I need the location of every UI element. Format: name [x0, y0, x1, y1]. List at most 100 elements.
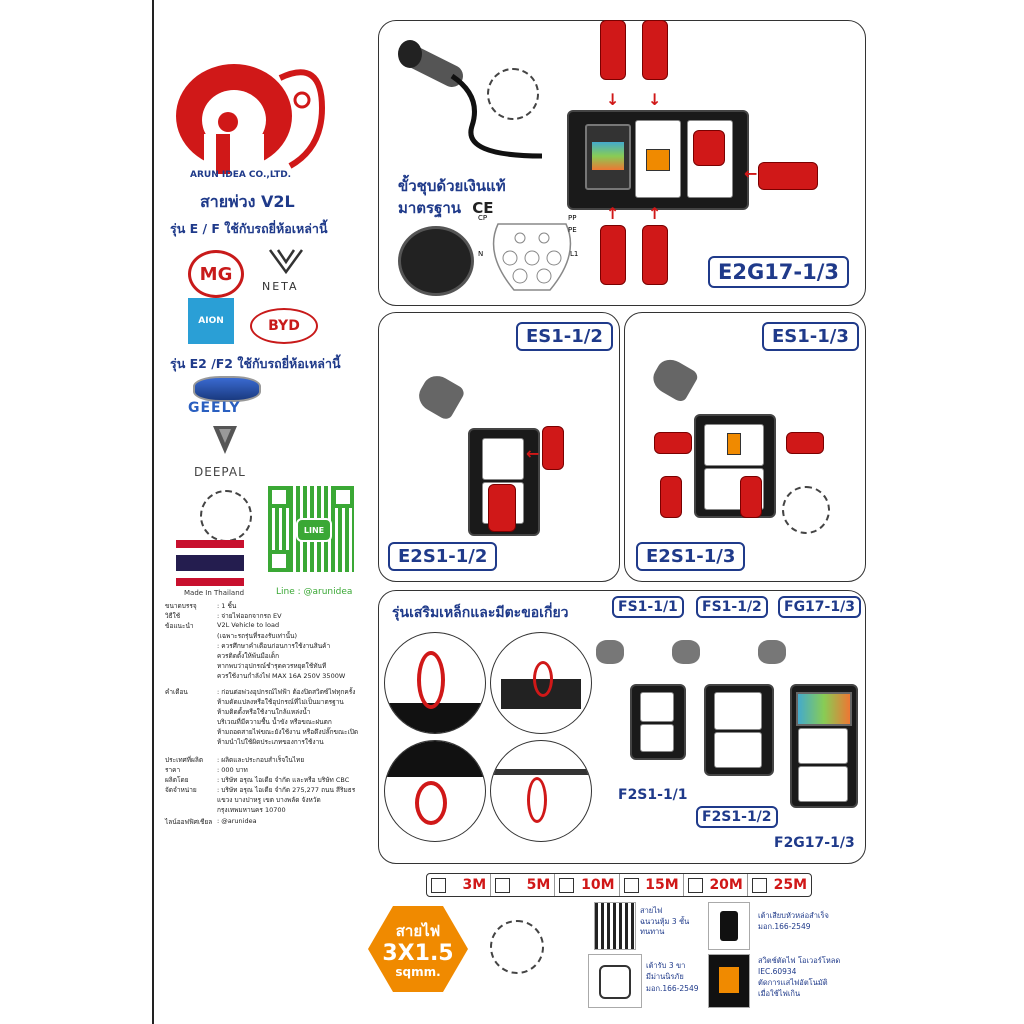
spec-value: : 1 ชิ้น	[217, 602, 237, 610]
aion-logo: AION	[188, 298, 234, 344]
arrow-up-icon: ↑	[606, 204, 620, 223]
checkbox[interactable]	[751, 877, 767, 893]
checkbox[interactable]	[623, 877, 639, 893]
placeholder-circle	[487, 68, 539, 120]
length-option-25m[interactable]: 25M	[748, 874, 811, 896]
checkbox[interactable]	[431, 877, 446, 893]
spec-key	[165, 727, 217, 737]
ev-plug-icon	[596, 640, 624, 664]
power-plug	[660, 476, 682, 518]
spec-row: คำเตือน: ก่อนต่อพ่วงอุปกรณ์ไฟฟ้า ต้องปิด…	[165, 687, 355, 697]
spec-key	[165, 631, 217, 641]
spec-row: : ควรศึกษาคำเตือนก่อนการใช้งานสินค้า	[165, 641, 330, 651]
socket	[714, 692, 762, 730]
model-e2s1-1-3: E2S1-1/3	[636, 542, 746, 571]
checkbox[interactable]	[687, 877, 703, 893]
socket	[635, 120, 681, 198]
arrow-down-icon: ↓	[648, 90, 662, 109]
geely-emblem-icon	[193, 376, 261, 402]
placeholder-circle	[782, 486, 830, 534]
model-fg17-1-3: FG17-1/3	[778, 596, 861, 618]
spec-row: ห้ามติดตั้งหรือใช้งานใกล้แหล่งน้ำ	[165, 707, 310, 717]
arrow-left-icon: ←	[744, 164, 758, 183]
spec-value: แขวง บางปาหรู เขต บางพลัด จังหวัด	[217, 796, 321, 804]
power-plug	[693, 130, 725, 166]
spec-row: ราคา: 000 บาท	[165, 765, 248, 775]
spec-key	[165, 697, 217, 707]
spec-key: จัดจำหน่าย	[165, 786, 197, 794]
standard-text: มาตรฐาน CE	[398, 199, 494, 217]
spec-value: : บริษัท อรุณ ไอเดีย จำกัด และหรือ บริษั…	[217, 776, 350, 784]
spec-value: กรุงเทพมหานคร 10700	[217, 806, 286, 814]
socket-feature-text: เต้ารับ 3 ขา มีม่านนิรภัย มอก.166-2549	[646, 961, 699, 993]
pin-cp: CP	[478, 214, 488, 222]
checkbox[interactable]	[559, 877, 575, 893]
socket	[714, 732, 762, 768]
arun-idea-logo	[176, 64, 326, 174]
page-frame	[152, 0, 1024, 1024]
spec-value: (เฉพาะรถรุ่นที่รองรับเท่านั้น)	[217, 632, 298, 640]
model-f2s1-1-1: F2S1-1/1	[614, 786, 692, 804]
spec-key	[165, 707, 217, 717]
spec-value: ห้ามติดตั้งหรือใช้งานใกล้แหล่งน้ำ	[217, 708, 311, 716]
model-f2g17-1-3: F2G17-1/3	[770, 834, 859, 852]
power-plug	[600, 225, 626, 285]
placeholder-circle	[490, 920, 544, 974]
spec-key	[165, 737, 217, 747]
ev-type2-connector-icon	[398, 40, 543, 159]
length-option-20m[interactable]: 20M	[684, 874, 748, 896]
model-e2g17-1-3: E2G17-1/3	[708, 256, 850, 288]
spec-row: บริเวณที่มีความชื้น น้ำขัง หรือขณะฝนตก	[165, 717, 332, 727]
spec-value: ห้ามถอดสายไฟขณะยังใช้งาน หรือดึงปลั๊กขณะ…	[217, 728, 359, 736]
spec-value: : บริษัท อรุณ ไอเดีย จำกัด 275,277 ถนน ส…	[217, 786, 356, 794]
meter-display	[796, 692, 852, 726]
model-f2s1-1-2: F2S1-1/2	[696, 806, 778, 828]
arrow-down-icon: ↓	[606, 90, 620, 109]
spec-row: ห้ามดัดแปลงหรือใช้อุปกรณ์ที่ไม่เป็นมาตรฐ…	[165, 697, 344, 707]
pin-l1: L1	[570, 250, 579, 258]
socket	[704, 424, 764, 466]
spec-value: : ควรศึกษาคำเตือนก่อนการใช้งานสินค้า	[217, 642, 331, 650]
length-option-10m[interactable]: 10M	[555, 874, 620, 896]
hook-detail-3	[384, 740, 486, 842]
cable-feature-text: สายไฟ ฉนวนหุ้ม 3 ชั้น ทนทาน	[640, 906, 690, 936]
deepal-logo-icon	[213, 426, 237, 454]
line-id: Line : @arunidea	[276, 587, 353, 597]
spec-value: หากพบว่าอุปกรณ์ชำรุดควรหยุดใช้ทันที	[217, 662, 327, 670]
plug-feature-text: เต้าเสียบหัวหล่อสำเร็จ มอก.166-2549	[758, 911, 829, 932]
spec-row: วิธีใช้ : จ่ายไฟออกจากรถ EV	[165, 611, 282, 621]
power-plug	[488, 484, 516, 532]
socket	[640, 724, 674, 752]
socket-icon	[588, 954, 642, 1008]
length-options: 3M 5M 10M 15M 20M 25M	[426, 873, 812, 897]
company-name: ARUN IDEA CO.,LTD.	[190, 170, 292, 180]
length-option-5m[interactable]: 5M	[491, 874, 556, 896]
spec-row: ควรใช้งานกำลังไฟ MAX 16A 250V 3500W	[165, 671, 345, 681]
spec-value: : ผลิตและประกอบสำเร็จในไทย	[217, 756, 305, 764]
line-icon: LINE	[296, 518, 332, 542]
power-plug	[654, 432, 692, 454]
byd-logo: BYD	[250, 308, 318, 344]
spec-row: ขนาดบรรจุ: 1 ชิ้น	[165, 601, 236, 611]
spec-key: คำเตือน	[165, 688, 188, 696]
hook-panel-title: รุ่นเสริมเหล็กและมีตะขอเกี่ยว	[392, 605, 569, 621]
length-option-15m[interactable]: 15M	[620, 874, 684, 896]
spec-row: หากพบว่าอุปกรณ์ชำรุดควรหยุดใช้ทันที	[165, 661, 326, 671]
ev-plug-icon	[758, 640, 786, 664]
power-plug	[642, 225, 668, 285]
spec-row: ไลน์ออฟฟิศเชียล: @arunidea	[165, 817, 257, 827]
socket	[482, 438, 524, 480]
power-plug	[758, 162, 818, 190]
length-option-3m[interactable]: 3M	[427, 874, 492, 896]
spec-key	[165, 795, 217, 805]
spec-key: ไลน์ออฟฟิศเชียล	[165, 818, 213, 826]
made-in-thailand: Made In Thailand	[184, 589, 245, 597]
spec-value: : 000 บาท	[217, 766, 248, 774]
spec-key	[165, 641, 217, 651]
spec-key: วิธีใช้	[165, 612, 181, 620]
spec-value: : จ่ายไฟออกจากรถ EV	[217, 612, 282, 620]
pin-pp: PP	[568, 214, 577, 222]
spec-value: V2L Vehicle to load	[217, 621, 280, 629]
checkbox[interactable]	[495, 877, 511, 893]
